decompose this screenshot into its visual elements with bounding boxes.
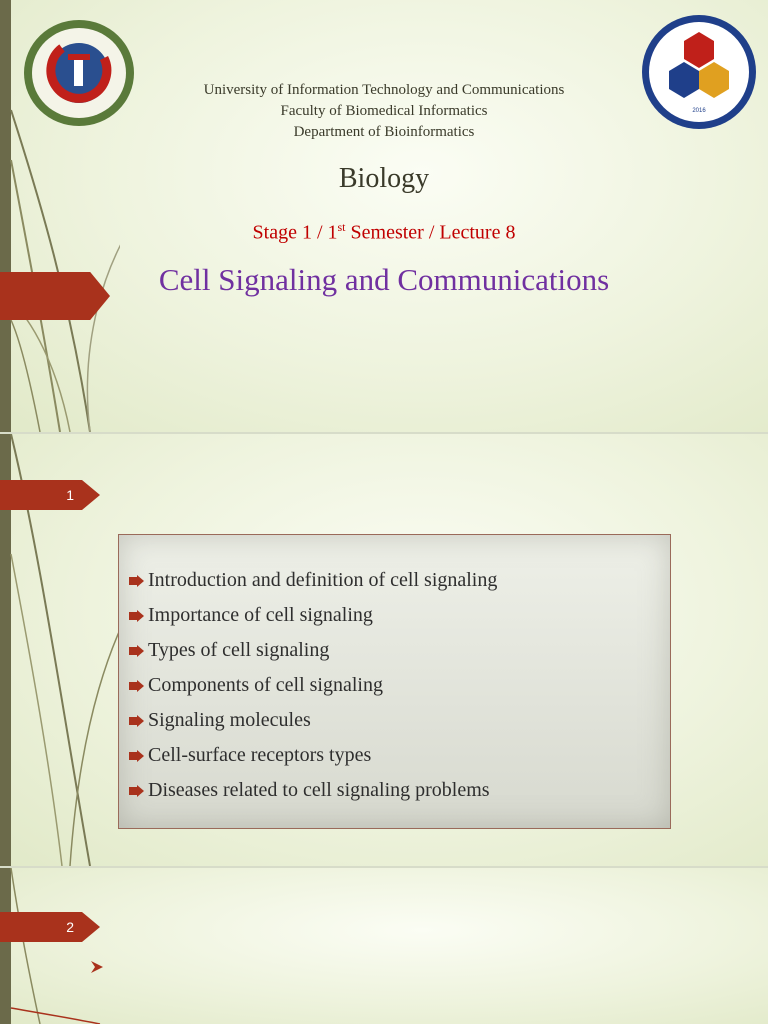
stage-prefix: Stage 1 / 1 — [252, 221, 338, 244]
arrow-bullet-icon — [129, 574, 145, 587]
outline-slide: 1 Introduction and definition of cell si… — [0, 434, 768, 866]
left-bar — [0, 434, 11, 866]
university-logo — [24, 20, 134, 126]
arrow-bullet-icon — [129, 609, 145, 622]
slide-number: 1 — [66, 487, 74, 503]
arrow-bullet-icon — [129, 784, 145, 797]
list-item-text: Importance of cell signaling — [148, 604, 373, 626]
list-item: Diseases related to cell signaling probl… — [129, 773, 670, 808]
list-item-text: Diseases related to cell signaling probl… — [148, 779, 490, 801]
subject-title: Biology — [338, 163, 430, 194]
left-bar — [0, 868, 11, 1024]
college-logo: 2016 — [642, 15, 756, 129]
arrowhead-bullet-icon — [91, 961, 103, 973]
arrow-bullet-icon — [129, 749, 145, 762]
stage-sup: st — [337, 220, 346, 234]
slide-separator — [0, 432, 768, 434]
list-item-text: Cell-surface receptors types — [148, 744, 372, 766]
slide-tag — [0, 272, 110, 320]
third-slide-partial: 2 — [0, 868, 768, 1024]
decorative-swirl — [10, 868, 101, 1024]
list-item-text: Components of cell signaling — [148, 674, 383, 696]
header-line-university: University of Information Technology and… — [203, 82, 565, 98]
arrow-bullet-icon — [129, 679, 145, 692]
list-item: Cell-surface receptors types — [129, 738, 670, 773]
list-item-text: Signaling molecules — [148, 709, 311, 731]
stage-line: Stage 1 / 1st Semester / Lecture 8 — [0, 220, 768, 245]
list-item: Introduction and definition of cell sign… — [129, 563, 670, 598]
outline-list: Introduction and definition of cell sign… — [119, 535, 670, 808]
header-line-faculty: Faculty of Biomedical Informatics — [280, 103, 488, 119]
slide-number: 2 — [66, 919, 74, 935]
lecture-title: Cell Signaling and Communications — [158, 262, 610, 297]
list-item-text: Types of cell signaling — [148, 639, 330, 661]
header-line-department: Department of Bioinformatics — [293, 124, 475, 140]
list-item: Types of cell signaling — [129, 633, 670, 668]
arrow-bullet-icon — [129, 644, 145, 657]
stage-suffix: Semester / Lecture 8 — [345, 221, 516, 244]
slide-number-tag: 2 — [0, 912, 100, 942]
title-slide: 2016 University of Information Technolog… — [0, 0, 768, 432]
outline-box: Introduction and definition of cell sign… — [118, 534, 671, 829]
college-logo-year: 2016 — [692, 108, 706, 114]
left-bar — [0, 0, 11, 432]
list-item: Signaling molecules — [129, 703, 670, 738]
list-item: Components of cell signaling — [129, 668, 670, 703]
institution-header: University of Information Technology and… — [0, 80, 768, 143]
slide-separator — [0, 866, 768, 868]
arrow-bullet-icon — [129, 714, 145, 727]
list-item-text: Introduction and definition of cell sign… — [148, 569, 498, 591]
list-item: Importance of cell signaling — [129, 598, 670, 633]
slide-number-tag: 1 — [0, 480, 100, 510]
